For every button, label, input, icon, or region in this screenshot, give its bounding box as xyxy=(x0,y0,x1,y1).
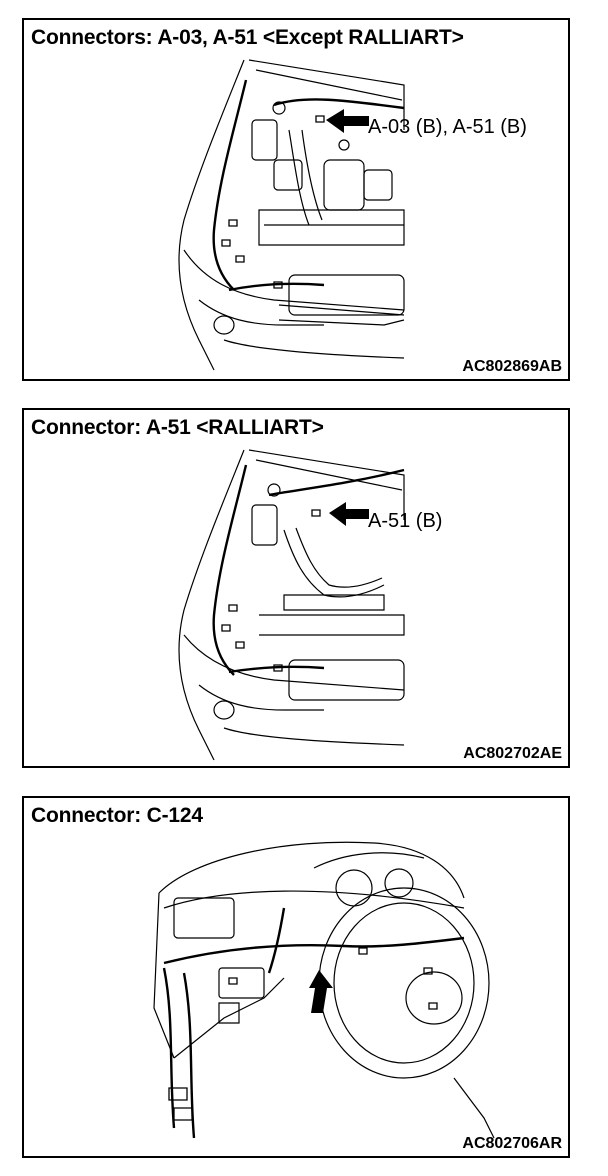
connector-callout: A-03 (B), A-51 (B) xyxy=(368,116,527,138)
diagram-panel-c124: Connector: C-124 AC802706AR xyxy=(22,796,570,1158)
engine-bay-illustration xyxy=(24,410,568,766)
panel-title: Connector: A-51 <RALLIART> xyxy=(31,416,324,439)
location-arrow xyxy=(309,970,333,1013)
connector-callout: A-51 (B) xyxy=(368,510,443,532)
diagram-panel-a51-ralliart: Connector: A-51 <RALLIART> A-51 (B) AC80… xyxy=(22,408,570,768)
figure-id: AC802706AR xyxy=(462,1135,562,1152)
figure-id: AC802702AE xyxy=(463,745,562,762)
location-arrow xyxy=(326,109,369,133)
panel-title: Connector: C-124 xyxy=(31,804,203,827)
dashboard-illustration xyxy=(24,798,568,1156)
figure-id: AC802869AB xyxy=(462,358,562,375)
diagram-panel-a03-a51: Connectors: A-03, A-51 <Except RALLIART>… xyxy=(22,18,570,381)
engine-bay-illustration xyxy=(24,20,568,379)
panel-title: Connectors: A-03, A-51 <Except RALLIART> xyxy=(31,26,464,49)
location-arrow xyxy=(329,502,369,526)
